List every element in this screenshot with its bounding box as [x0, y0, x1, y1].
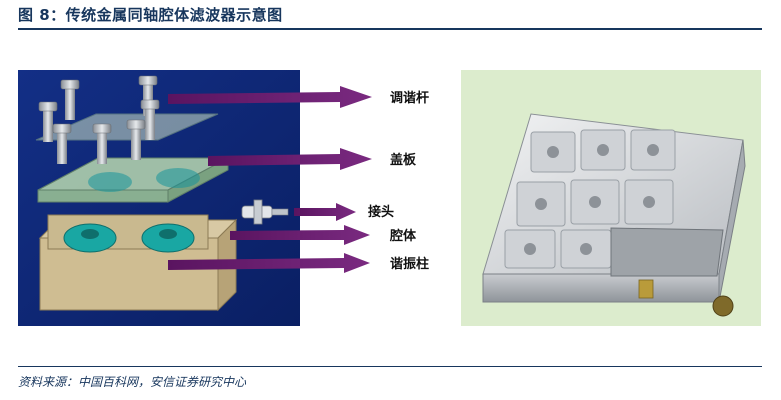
label-connector: 接头 — [368, 204, 394, 220]
housing-cover — [610, 227, 724, 277]
arrow-cover-plate — [208, 148, 372, 170]
label-cavity: 腔体 — [389, 228, 417, 244]
connector-right — [712, 295, 734, 317]
figure-title: 图 8：传统金属同轴腔体滤波器示意图 — [18, 6, 283, 24]
connector-part — [241, 199, 289, 225]
source-note: 资料来源：中国百科网，安信证券研究中心 — [18, 375, 247, 389]
arrow-resonator — [168, 253, 370, 273]
label-tuning-rod: 调谐杆 — [390, 90, 429, 106]
cavity-body — [38, 214, 238, 312]
connector-left — [638, 279, 654, 299]
filter-photo — [461, 70, 761, 326]
filter-exploded-diagram: 调谐杆 盖板 接头 腔体 谐振柱 — [18, 70, 429, 326]
arrow-cavity — [230, 225, 370, 245]
label-resonator-post: 谐振柱 — [390, 256, 429, 272]
tuning-rods — [38, 75, 160, 164]
arrow-connector — [294, 203, 356, 221]
arrow-tuning-rod — [168, 86, 372, 108]
title-rule — [18, 28, 762, 30]
source-rule — [18, 366, 762, 367]
cover-plate — [37, 157, 229, 203]
label-cover-plate: 盖板 — [390, 152, 417, 168]
